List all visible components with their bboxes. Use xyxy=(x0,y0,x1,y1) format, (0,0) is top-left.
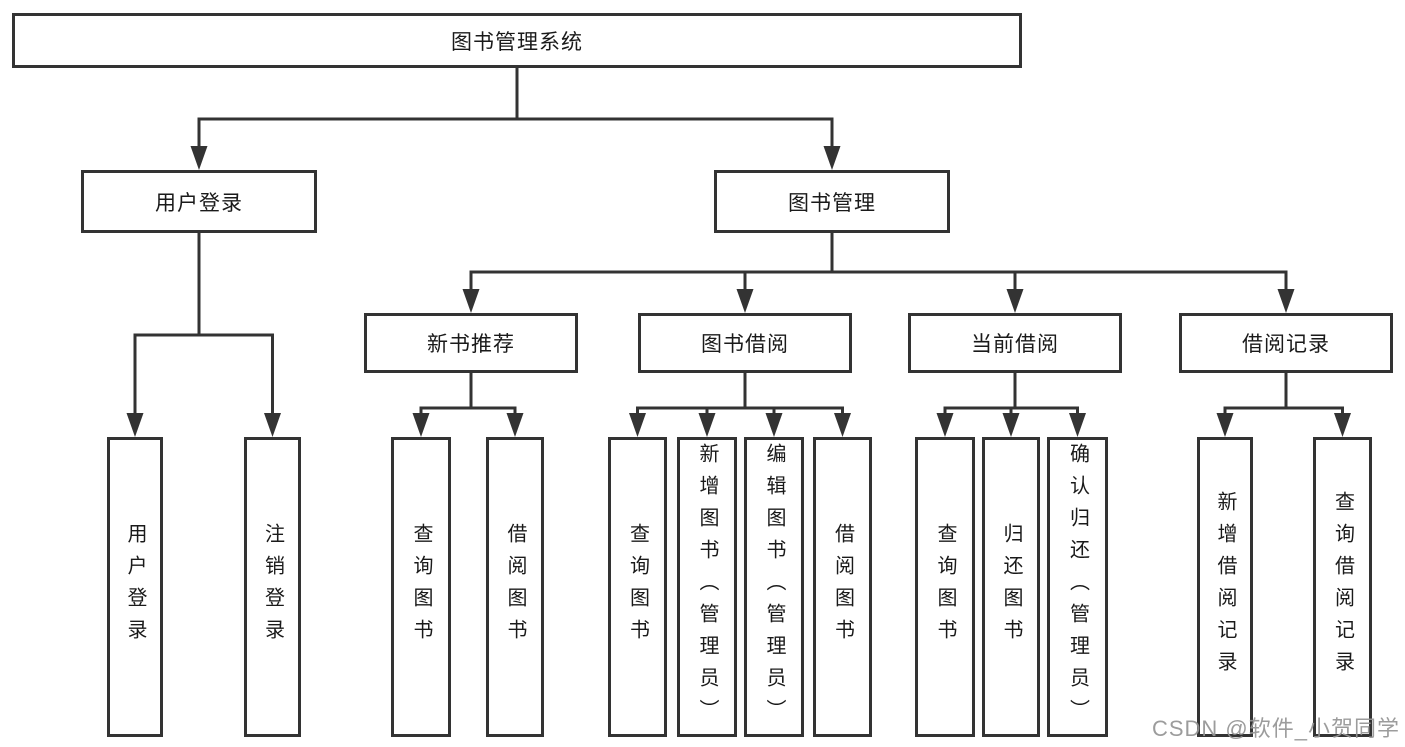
diagram-node-nbr-query: 查询图书 xyxy=(391,437,451,737)
node-label-cb-return: 归还图书 xyxy=(1000,523,1022,651)
node-label-cb-query: 查询图书 xyxy=(934,523,956,651)
arrowhead-icon xyxy=(412,413,430,437)
node-label-current-borrow: 当前借阅 xyxy=(971,333,1059,356)
diagram-node-book-mgmt: 图书管理 xyxy=(714,170,950,233)
arrowhead-icon xyxy=(736,289,754,313)
watermark: CSDN @软件_小贺同学 xyxy=(1151,716,1400,741)
node-label-book-borrow: 图书借阅 xyxy=(701,333,789,356)
diagram-node-root: 图书管理系统 xyxy=(12,13,1022,68)
diagram-node-cb-query: 查询图书 xyxy=(915,437,975,737)
arrowhead-icon xyxy=(462,289,480,313)
arrowhead-icon xyxy=(190,146,208,170)
node-label-bb-borrow: 借阅图书 xyxy=(831,523,854,651)
node-label-br-add: 新增借阅记录 xyxy=(1214,491,1236,683)
diagram-node-cb-return: 归还图书 xyxy=(982,437,1040,737)
diagram-node-book-borrow: 图书借阅 xyxy=(638,313,852,373)
arrowhead-icon xyxy=(1216,413,1234,437)
node-label-root: 图书管理系统 xyxy=(451,30,583,54)
arrowhead-icon xyxy=(698,413,716,437)
diagram-node-br-add: 新增借阅记录 xyxy=(1197,437,1253,737)
node-label-user-login-leaf: 用户登录 xyxy=(124,523,146,651)
node-label-cb-confirm: 确认归还（管理员） xyxy=(1066,443,1089,731)
diagram-node-borrow-record: 借阅记录 xyxy=(1179,313,1393,373)
diagram-node-new-book-rec: 新书推荐 xyxy=(364,313,578,373)
node-label-user-login: 用户登录 xyxy=(155,191,243,215)
diagram-node-bb-edit: 编辑图书（管理员） xyxy=(744,437,804,737)
node-label-nbr-query: 查询图书 xyxy=(410,523,432,651)
diagram-node-cb-confirm: 确认归还（管理员） xyxy=(1047,437,1108,737)
arrowhead-icon xyxy=(936,413,954,437)
arrowhead-icon xyxy=(823,146,841,170)
diagram-node-user-login: 用户登录 xyxy=(81,170,317,233)
arrowhead-icon xyxy=(629,413,646,437)
node-label-book-mgmt: 图书管理 xyxy=(788,191,876,215)
diagram-node-nbr-borrow: 借阅图书 xyxy=(486,437,544,737)
arrowhead-icon xyxy=(834,413,851,437)
arrowhead-icon xyxy=(1334,413,1351,437)
arrowhead-icon xyxy=(1069,413,1086,437)
node-label-bb-edit: 编辑图书（管理员） xyxy=(763,443,785,731)
diagram-node-bb-borrow: 借阅图书 xyxy=(813,437,872,737)
node-label-bb-add: 新增图书（管理员） xyxy=(696,443,718,731)
arrowhead-icon xyxy=(264,413,281,437)
node-label-br-query: 查询借阅记录 xyxy=(1331,491,1354,683)
diagram-node-user-login-leaf: 用户登录 xyxy=(107,437,163,737)
arrowhead-icon xyxy=(1006,289,1024,313)
node-label-nbr-borrow: 借阅图书 xyxy=(504,523,526,651)
node-label-new-book-rec: 新书推荐 xyxy=(427,333,515,356)
diagram-node-br-query: 查询借阅记录 xyxy=(1313,437,1372,737)
diagram-node-bb-add: 新增图书（管理员） xyxy=(677,437,737,737)
node-label-borrow-record: 借阅记录 xyxy=(1242,333,1330,356)
diagram-node-current-borrow: 当前借阅 xyxy=(908,313,1122,373)
diagram-node-logout-leaf: 注销登录 xyxy=(244,437,301,737)
arrowhead-icon xyxy=(506,413,524,437)
arrowhead-icon xyxy=(1002,413,1020,437)
arrowhead-icon xyxy=(1277,289,1295,313)
diagram-node-bb-query: 查询图书 xyxy=(608,437,667,737)
node-label-logout-leaf: 注销登录 xyxy=(261,523,284,651)
node-label-bb-query: 查询图书 xyxy=(626,523,649,651)
arrowhead-icon xyxy=(126,413,144,437)
arrowhead-icon xyxy=(765,413,783,437)
